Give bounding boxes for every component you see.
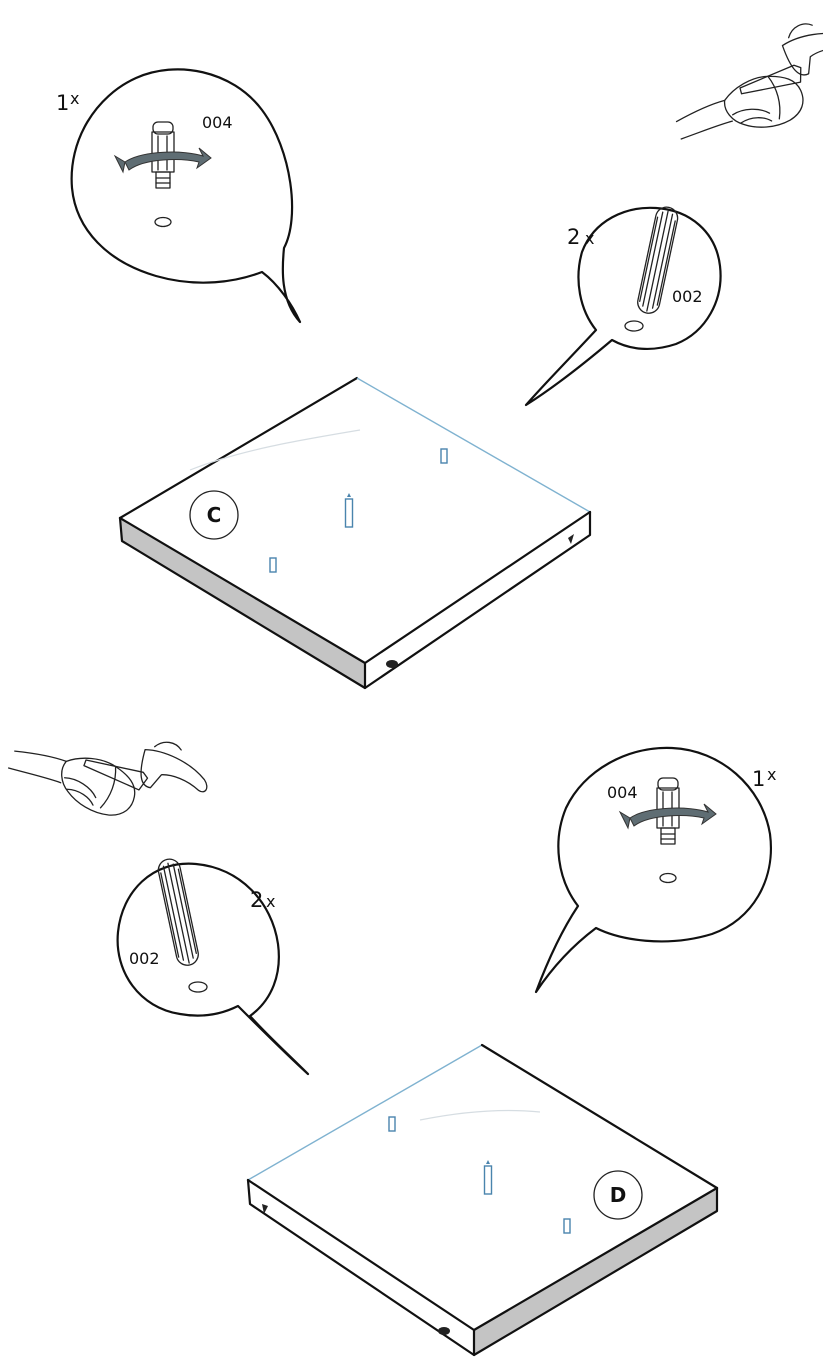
dowel-callout-bottom: 2 x 002 [118,857,308,1074]
hammer-icon [5,693,218,845]
cam-lock-icon [115,122,211,227]
dowel-quantity: 2 [567,225,580,249]
cam-part-number: 004 [607,783,638,802]
cam-lock-callout-top: 1 x 004 [56,69,300,322]
bottom-step: 2 x 002 1 x 004 D [5,693,777,1355]
dowel-quantity-x: x [585,229,594,248]
dowel-pin [441,449,447,463]
cam-quantity-x: x [70,89,79,108]
panel-d: D [248,1045,717,1355]
panel-label: C [207,503,222,527]
dowel-pin [389,1117,395,1131]
top-step: 1 x 004 2 x 002 [56,12,823,688]
dowel-quantity: 2 [250,888,263,912]
dowel-part-number: 002 [672,287,703,306]
dowel-callout-top: 2 x 002 [526,205,721,405]
panel-c: C [120,378,590,688]
cam-quantity-x: x [767,765,776,784]
cam-quantity: 1 [752,767,765,791]
cam-lock-callout-bottom: 1 x 004 [536,748,776,992]
dowel-part-number: 002 [129,949,160,968]
cam-quantity: 1 [56,91,69,115]
cam-part-number: 004 [202,113,233,132]
dowel-pin [564,1219,570,1233]
dowel-pin [270,558,276,572]
panel-label: D [610,1183,627,1207]
hammer-icon [661,12,823,150]
dowel-icon [156,857,200,967]
dowel-quantity-x: x [266,892,275,911]
